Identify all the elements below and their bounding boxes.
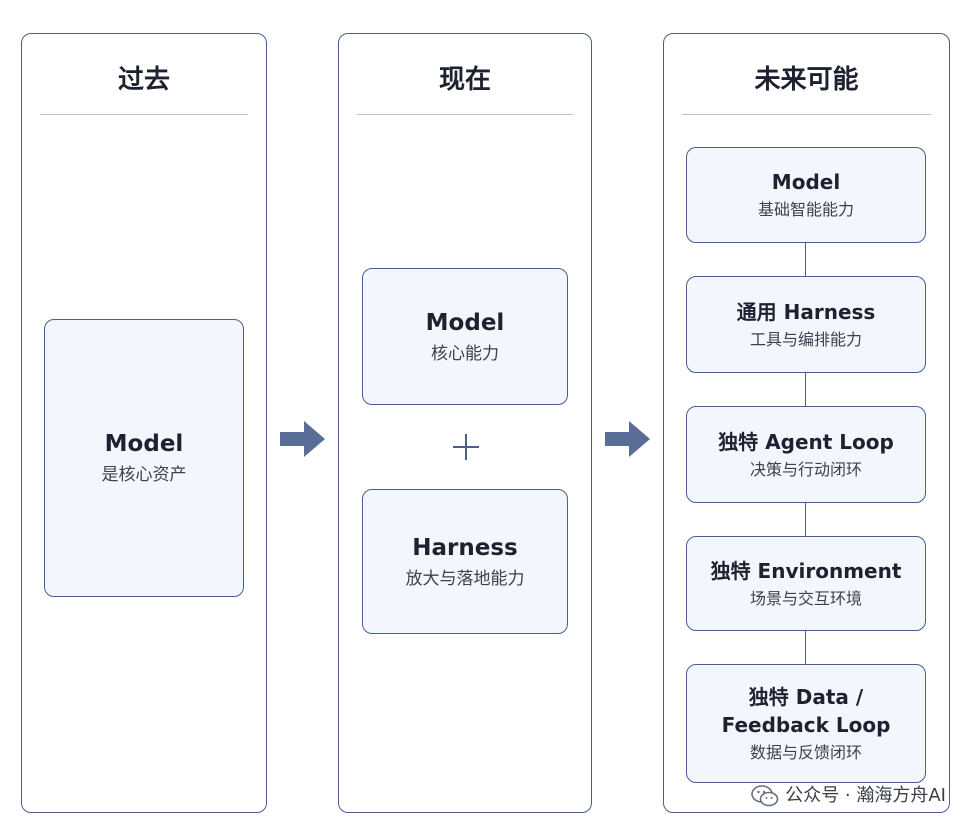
- panel-divider: [682, 114, 931, 115]
- card-subtitle: 工具与编排能力: [749, 329, 862, 349]
- card-now-model: Model 核心能力: [362, 268, 568, 405]
- watermark-text: 公众号 · 瀚海方舟AI: [785, 785, 946, 806]
- card-title: 独特 Environment: [710, 558, 902, 583]
- card-subtitle: 是核心资产: [101, 465, 187, 485]
- wechat-icon: [751, 785, 779, 807]
- card-title: Harness: [412, 534, 518, 561]
- card-future-model: Model 基础智能能力: [686, 147, 926, 243]
- connector-line: [805, 373, 806, 406]
- card-now-harness: Harness 放大与落地能力: [362, 489, 568, 634]
- card-subtitle: 核心能力: [431, 343, 499, 364]
- card-title-line2: Feedback Loop: [721, 712, 891, 737]
- card-title: Model: [104, 431, 184, 457]
- card-title: Model: [771, 170, 841, 194]
- connector-line: [805, 243, 806, 276]
- right-arrow-icon: [280, 421, 325, 457]
- watermark: 公众号 · 瀚海方舟AI: [751, 784, 946, 808]
- panel-title-now: 现在: [438, 65, 491, 95]
- right-arrow-icon: [605, 421, 650, 457]
- panel-title-future: 未来可能: [754, 65, 859, 95]
- card-subtitle: 场景与交互环境: [749, 588, 862, 608]
- panel-divider: [357, 114, 573, 115]
- card-future-environment: 独特 Environment 场景与交互环境: [686, 536, 926, 631]
- panel-now: 现在: [338, 33, 592, 813]
- card-future-data-feedback: 独特 Data / Feedback Loop 数据与反馈闭环: [686, 664, 926, 783]
- card-subtitle: 决策与行动闭环: [749, 459, 862, 479]
- card-title: Model: [425, 309, 505, 336]
- card-title: 独特 Agent Loop: [718, 429, 894, 454]
- card-subtitle: 放大与落地能力: [405, 568, 525, 589]
- connector-line: [805, 631, 806, 664]
- card-subtitle: 数据与反馈闭环: [749, 742, 862, 762]
- panel-divider: [40, 114, 248, 115]
- card-title: 通用 Harness: [736, 299, 876, 324]
- connector-line: [805, 503, 806, 536]
- card-title: 独特 Data /: [748, 684, 864, 709]
- panel-title-past: 过去: [117, 65, 170, 95]
- card-subtitle: 基础智能能力: [757, 200, 854, 219]
- card-future-harness: 通用 Harness 工具与编排能力: [686, 276, 926, 373]
- card-future-agent-loop: 独特 Agent Loop 决策与行动闭环: [686, 406, 926, 503]
- card-past-model: Model 是核心资产: [44, 319, 244, 597]
- plus-icon: [453, 434, 479, 460]
